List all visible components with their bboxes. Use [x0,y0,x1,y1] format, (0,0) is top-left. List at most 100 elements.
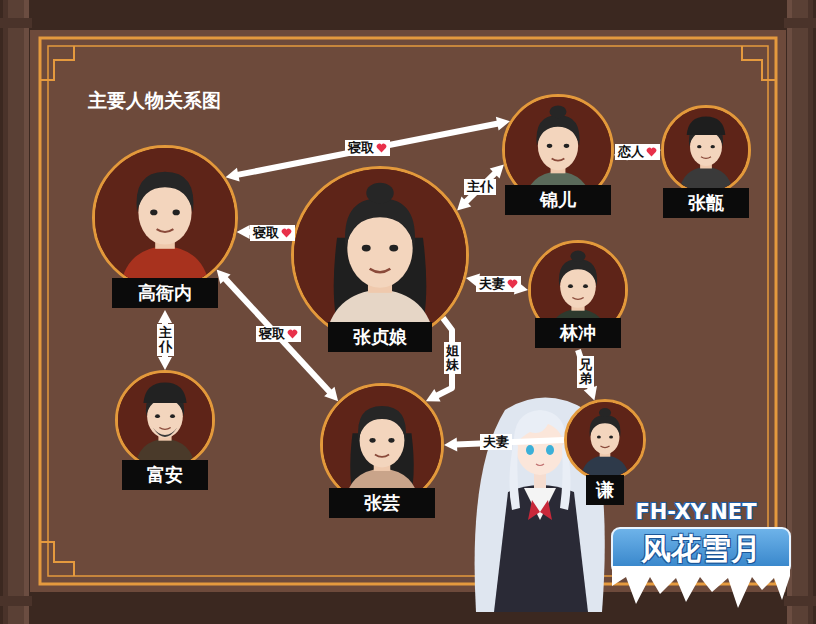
relation-connector [466,274,528,295]
character-node: 富安 [115,370,215,470]
drawn-shape [389,245,398,252]
drawn-shape [0,18,32,28]
drawn-shape [3,0,8,624]
name-plate: 张甑 [663,188,749,218]
drawn-shape [153,428,177,437]
drawn-shape [369,438,375,443]
name-plate: 谦 [586,475,624,505]
drawn-shape [170,414,175,418]
drawn-shape [95,148,235,288]
name-plate: 高衙内 [112,278,218,308]
drawn-shape [546,445,554,455]
drawn-shape [784,596,816,606]
watermark-url: FH-XY.NET [635,500,756,524]
drawn-shape [564,144,570,148]
drawn-shape [173,210,180,216]
character-name: 张贞娘 [353,326,407,347]
name-plate: 张贞娘 [328,322,432,352]
character-name: 张芸 [364,492,400,513]
drawn-shape [362,245,371,252]
drawn-shape [784,18,816,28]
relation-label: 姐妹 [444,342,461,375]
arrow-head [426,389,441,402]
drawn-shape [528,500,552,520]
drawn-shape [40,38,776,584]
name-plate: 富安 [122,460,208,490]
drawn-shape [494,485,588,612]
diagram-title: 主要人物关系图 [88,88,221,114]
arrow-head [444,437,457,451]
drawn-shape [40,542,74,576]
drawn-shape [550,105,567,118]
drawn-shape [568,284,573,288]
character-node: 林冲 [528,240,628,340]
drawn-shape [150,210,157,216]
portrait-art [664,108,748,192]
drawn-shape [808,0,813,624]
drawn-shape [345,198,415,248]
character-name: 张甑 [688,192,724,213]
character-node: 张甑 [661,105,751,195]
character-name: 高衙内 [138,282,192,303]
drawn-shape [687,116,726,134]
drawn-shape [159,428,170,430]
drawn-shape [559,259,597,286]
drawn-shape [294,169,466,341]
drawn-shape [366,183,394,204]
character-name: 谦 [596,479,614,500]
drawn-shape [536,115,579,146]
drawn-shape [612,566,790,608]
drawn-shape [590,415,621,437]
relation-label: 恋人 [615,144,660,161]
portrait-circle [291,166,469,344]
drawn-shape [570,251,585,262]
character-node: 高衙内 [92,145,238,291]
relation-label: 主仆 [157,324,174,357]
drawn-shape [137,172,194,213]
drawn-shape [742,46,776,80]
arrow-head [226,168,240,182]
portrait-art [567,402,643,478]
drawn-shape [664,108,748,192]
drawn-shape [0,596,32,606]
drawn-shape [524,488,556,520]
arrow-head [457,196,471,210]
drawn-shape [157,229,174,232]
drawn-shape [572,298,583,300]
name-plate: 林冲 [535,318,621,348]
arrow-head [217,270,231,284]
arrow-head [324,387,338,401]
character-name: 锦儿 [540,189,576,210]
arrow-head [158,310,172,323]
relation-label: 夫妻 [476,276,521,293]
drawn-shape [536,464,544,466]
drawn-shape [509,440,520,510]
portrait-art [118,373,212,467]
drawn-shape [526,445,534,455]
arrow-head [158,357,172,370]
relation-label: 主仆 [464,179,496,196]
watermark-brand: 风花雪月 [641,529,761,570]
drawn-shape [24,0,29,624]
drawn-shape [609,435,613,438]
portrait-art [323,386,441,504]
drawn-shape [567,402,643,478]
character-node: 张芸 [320,383,444,507]
drawn-shape [547,144,553,148]
drawn-shape [388,438,394,443]
portrait-circle [564,399,646,481]
character-node: 张贞娘 [291,166,469,344]
drawn-shape [552,158,565,160]
relation-label: 寝取 [256,326,301,343]
drawn-shape [375,454,389,456]
portrait-art [294,169,466,341]
character-node: 谦 [564,399,646,481]
character-name: 富安 [147,464,183,485]
portrait-art [95,148,235,288]
portrait-circle [115,370,215,470]
portrait-circle [92,145,238,291]
arrow-head [490,164,504,178]
name-plate: 锦儿 [505,185,611,215]
portrait-circle [661,105,751,195]
